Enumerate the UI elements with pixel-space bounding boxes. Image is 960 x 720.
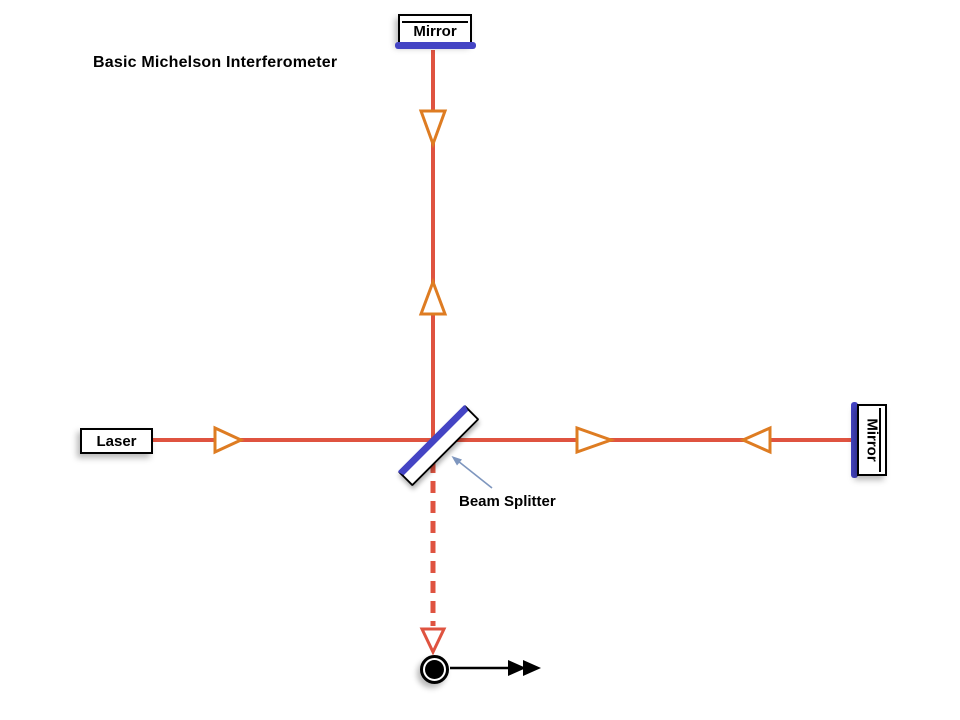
beam-splitter-pointer-arrowhead-icon (451, 456, 462, 466)
detector (420, 655, 449, 684)
output-arrow-down-icon (419, 627, 447, 656)
mirror-top-backplate-line (402, 21, 468, 23)
beam-arrow-right-icon (575, 425, 616, 455)
mirror-right-body: Mirror (857, 404, 887, 476)
diagram-title: Basic Michelson Interferometer (93, 54, 338, 71)
detector-output-arrowhead-icon (508, 660, 526, 676)
beam-arrow-up-icon (418, 277, 448, 316)
beam-splitter-pointer-line (457, 460, 493, 489)
beam-arrow-right-icon (213, 425, 245, 455)
mirror-right-label: Mirror (863, 418, 881, 462)
mirror-top-body: Mirror (398, 14, 472, 44)
mirror-top-label: Mirror (413, 22, 457, 40)
mirror-right: Mirror (851, 402, 888, 478)
mirror-right-backplate-line (879, 408, 881, 472)
laser: Laser (80, 428, 153, 454)
laser-label: Laser (96, 432, 137, 450)
detector-output-arrowhead-icon (523, 660, 541, 676)
beam-arrow-left-icon (739, 425, 772, 455)
mirror-right-coating (851, 402, 858, 478)
mirror-top: Mirror (395, 14, 476, 51)
detector-core-icon (425, 660, 444, 679)
mirror-top-coating (395, 42, 476, 49)
beam-arrow-down-icon (418, 109, 448, 149)
beam-splitter-label: Beam Splitter (459, 493, 556, 510)
